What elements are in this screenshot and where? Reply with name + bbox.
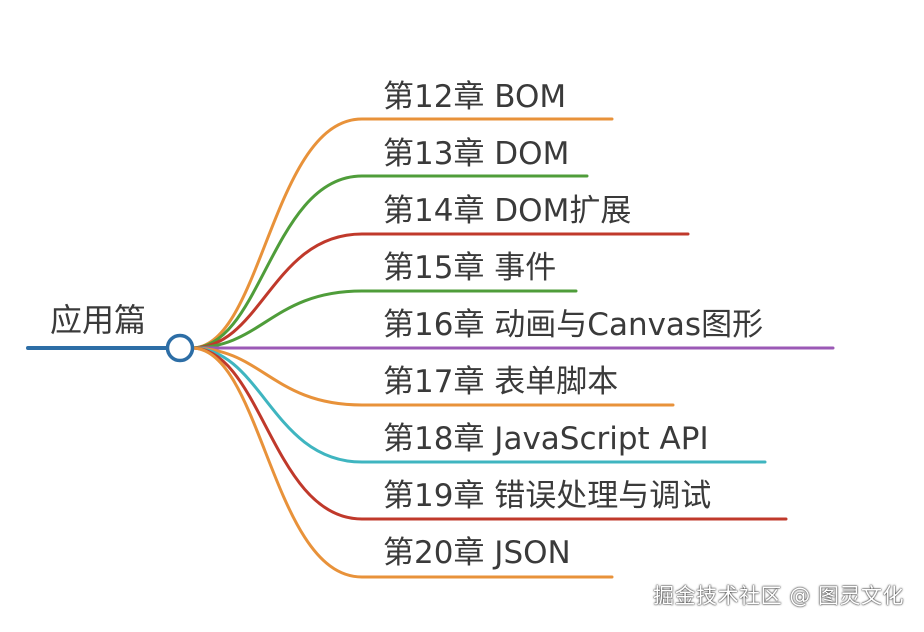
branch-label-8[interactable]: 第19章 错误处理与调试 bbox=[383, 478, 712, 514]
branch-connector-line bbox=[190, 289, 578, 350]
branch-label-3[interactable]: 第14章 DOM扩展 bbox=[383, 193, 632, 229]
branch-label-1[interactable]: 第12章 BOM bbox=[383, 79, 567, 115]
root-node-circle[interactable] bbox=[165, 333, 195, 363]
branch-label-6[interactable]: 第17章 表单脚本 bbox=[383, 364, 619, 400]
root-label[interactable]: 应用篇 bbox=[50, 301, 147, 339]
branch-label-5[interactable]: 第16章 动画与Canvas图形 bbox=[383, 307, 764, 343]
branch-connector-line bbox=[190, 117, 614, 350]
branch-label-2[interactable]: 第13章 DOM bbox=[383, 136, 570, 172]
branch-label-4[interactable]: 第15章 事件 bbox=[383, 250, 557, 286]
branch-connector-line bbox=[190, 346, 675, 407]
watermark: 掘金技术社区 @ 图灵文化 bbox=[653, 584, 904, 608]
branch-connector-line bbox=[190, 232, 690, 350]
branch-connector-line bbox=[190, 346, 767, 464]
branch-connector-line bbox=[190, 174, 589, 350]
branch-connector-line bbox=[190, 346, 788, 521]
branch-label-7[interactable]: 第18章 JavaScript API bbox=[383, 421, 709, 457]
branch-connector-line bbox=[190, 346, 614, 579]
branch-label-9[interactable]: 第20章 JSON bbox=[383, 535, 571, 571]
